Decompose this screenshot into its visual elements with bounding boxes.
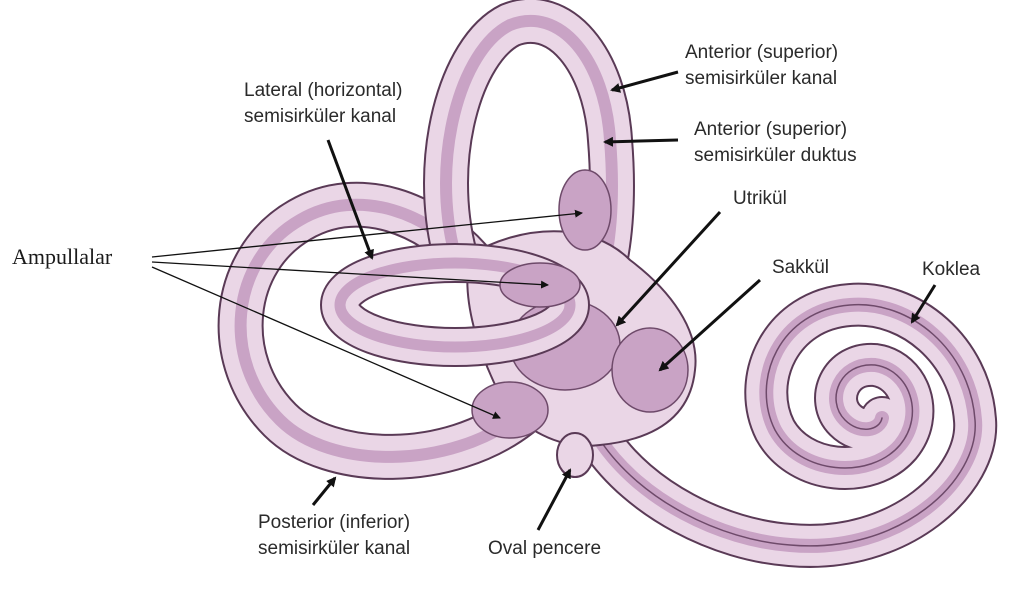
label-lateral-canal-line1: Lateral (horizontal) bbox=[244, 78, 402, 104]
posterior-ampulla bbox=[472, 382, 548, 438]
label-posterior-canal-line1: Posterior (inferior) bbox=[258, 510, 410, 536]
label-anterior-canal: Anterior (superior) semisirküler kanal bbox=[685, 40, 838, 92]
label-oval-window: Oval pencere bbox=[488, 536, 601, 562]
label-posterior-canal-line2: semisirküler kanal bbox=[258, 536, 410, 562]
oval-window-shape bbox=[557, 433, 593, 477]
arrow-posterior-canal bbox=[313, 478, 335, 505]
label-saccule: Sakkül bbox=[772, 255, 829, 281]
label-lateral-canal: Lateral (horizontal) semisirküler kanal bbox=[244, 78, 402, 130]
saccule-shape bbox=[612, 328, 688, 412]
label-posterior-canal: Posterior (inferior) semisirküler kanal bbox=[258, 510, 410, 562]
label-lateral-canal-line2: semisirküler kanal bbox=[244, 104, 402, 130]
arrow-anterior-duct bbox=[605, 140, 678, 142]
label-ampullalar: Ampullalar bbox=[12, 244, 112, 270]
anterior-ampulla bbox=[559, 170, 611, 250]
label-anterior-duct-line1: Anterior (superior) bbox=[694, 117, 857, 143]
label-anterior-duct-line2: semisirküler duktus bbox=[694, 143, 857, 169]
label-cochlea: Koklea bbox=[922, 257, 980, 283]
arrow-oval-window bbox=[538, 470, 570, 530]
label-anterior-canal-line2: semisirküler kanal bbox=[685, 66, 838, 92]
label-anterior-canal-line1: Anterior (superior) bbox=[685, 40, 838, 66]
label-anterior-duct: Anterior (superior) semisirküler duktus bbox=[694, 117, 857, 169]
label-utricle: Utrikül bbox=[733, 186, 787, 212]
